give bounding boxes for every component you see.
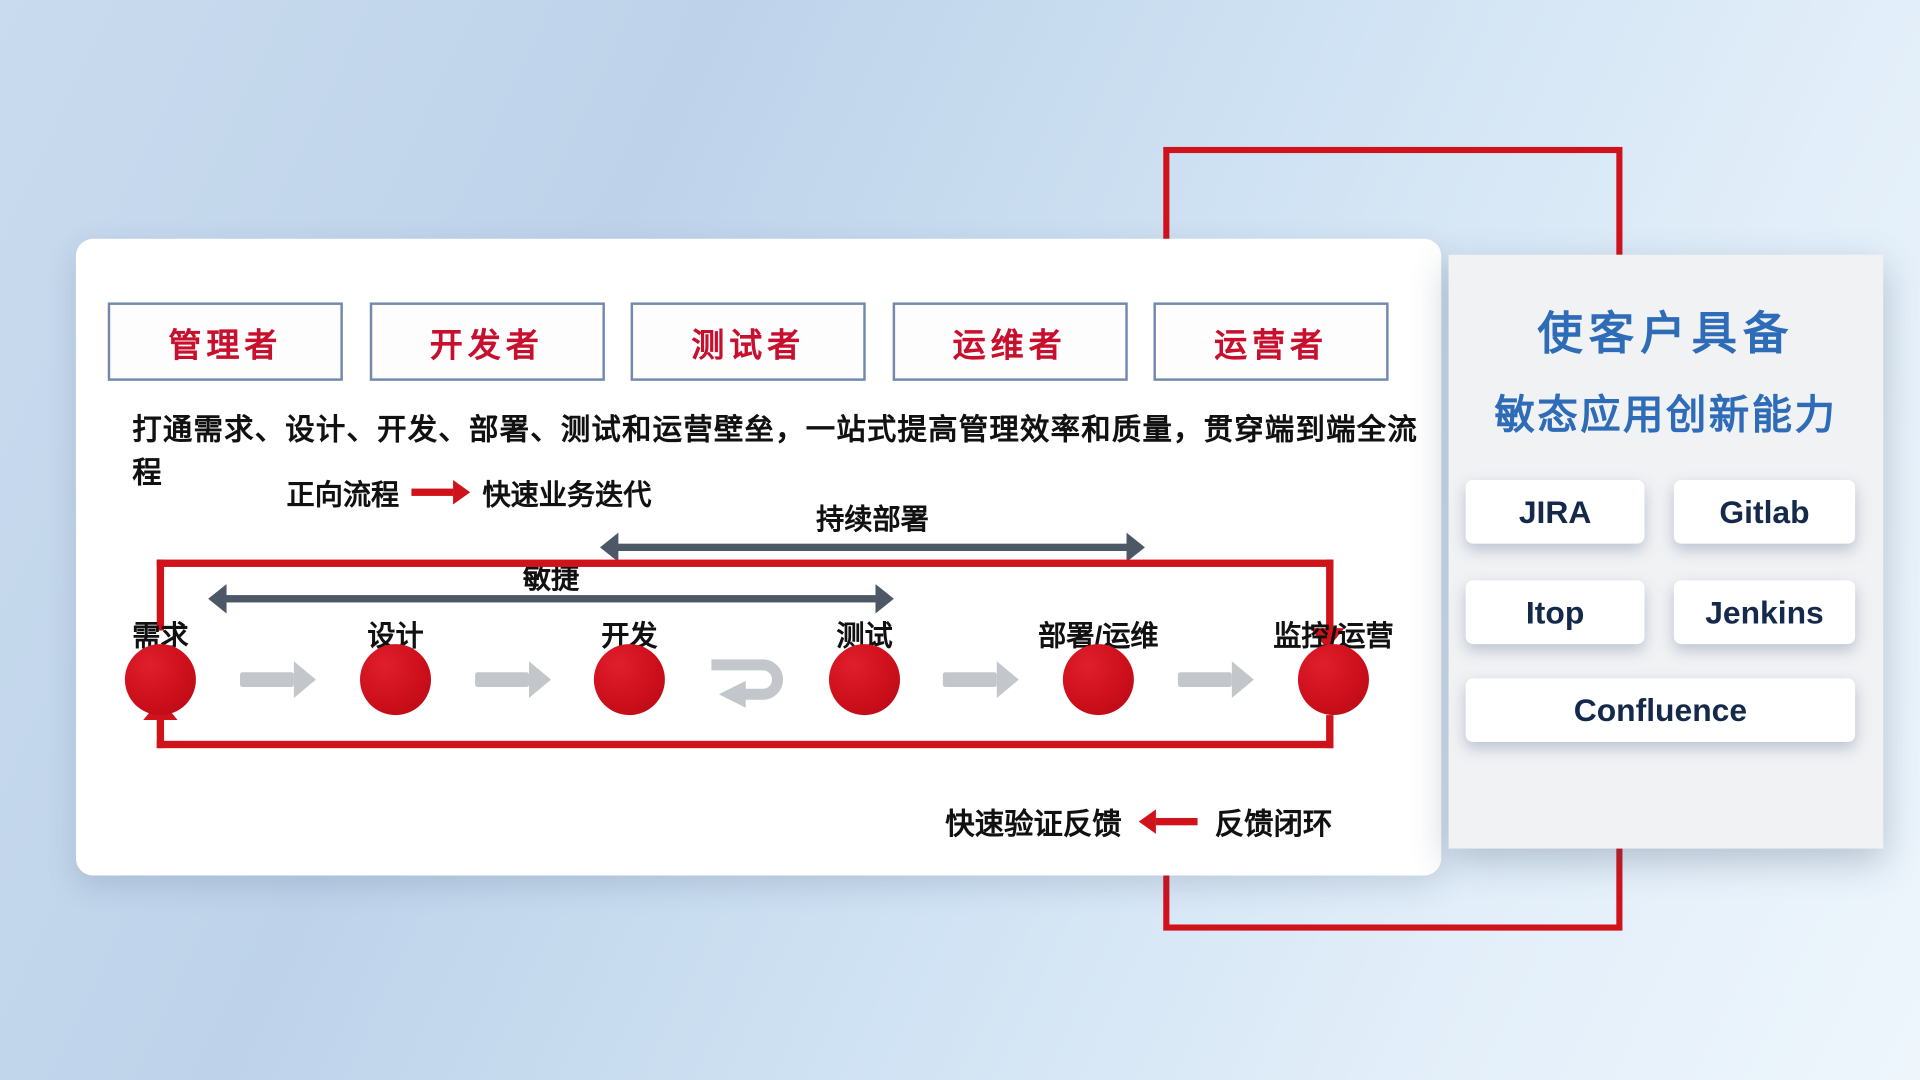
- role-label: 开发者: [429, 326, 544, 364]
- forward-flow-label: 正向流程: [286, 478, 400, 511]
- side-panel: 使客户具备 敏态应用创新能力 JIRA Gitlab Itop Jenkins …: [1448, 254, 1884, 849]
- role-box-ops: 运维者: [892, 302, 1128, 381]
- tool-button-gitlab: Gitlab: [1673, 480, 1856, 544]
- tool-button-jenkins: Jenkins: [1673, 580, 1856, 645]
- agile-arrow-icon: [208, 584, 894, 614]
- stage-node-deploy-ops: [1062, 644, 1134, 716]
- roles-row: 管理者 开发者 测试者 运维者 运营者: [107, 302, 1389, 381]
- continuous-deployment-label: 持续部署: [816, 503, 929, 536]
- forward-flow-legend: 正向流程 快速业务迭代: [287, 471, 652, 513]
- role-label: 运营者: [1214, 326, 1328, 364]
- description-text: 打通需求、设计、开发、部署、测试和运营壁垒，一站式提高管理效率和质量，贯穿端到端…: [132, 413, 1418, 490]
- feedback-value: 反馈闭环: [1214, 808, 1333, 842]
- role-label: 测试者: [691, 326, 806, 364]
- role-label: 管理者: [168, 326, 283, 364]
- stage-node-testing: [828, 644, 901, 716]
- stage-node-development: [593, 644, 665, 716]
- stage-node-monitor-ops: [1297, 644, 1369, 716]
- feedback-legend: 快速验证反馈 反馈闭环: [945, 800, 1332, 843]
- forward-loop-line: [156, 559, 1334, 631]
- stage-node-design: [360, 644, 432, 716]
- flow-arrow-icon: [475, 661, 552, 698]
- iteration-loop-icon: [711, 659, 783, 708]
- role-box-developer: 开发者: [369, 302, 605, 381]
- tool-button-confluence: Confluence: [1465, 678, 1856, 743]
- forward-flow-value: 快速业务迭代: [482, 478, 652, 511]
- feedback-label: 快速验证反馈: [945, 808, 1122, 842]
- role-box-operator: 运营者: [1153, 302, 1389, 381]
- panel-title-line1: 使客户具备: [1537, 308, 1795, 359]
- flow-arrow-icon: [942, 661, 1019, 698]
- continuous-deployment-arrow-icon: [600, 532, 1145, 563]
- role-box-manager: 管理者: [107, 302, 343, 381]
- role-box-tester: 测试者: [630, 302, 866, 381]
- tool-button-itop: Itop: [1465, 580, 1645, 645]
- tool-button-jira: JIRA: [1465, 480, 1645, 544]
- flow-arrow-icon: [240, 661, 316, 698]
- feedback-loop-line: [156, 715, 1334, 749]
- stage-node-requirements: [124, 644, 196, 716]
- forward-arrow-icon: [411, 480, 471, 505]
- role-label: 运维者: [952, 326, 1067, 364]
- flow-arrow-icon: [1177, 661, 1254, 698]
- panel-title-line2: 敏态应用创新能力: [1494, 391, 1838, 438]
- forward-loop-arrowhead-icon: [1310, 628, 1345, 649]
- agile-label: 敏捷: [522, 562, 580, 594]
- devops-flow-card: 管理者 开发者 测试者 运维者 运营者 打通需求、设计、开发、部署、测试和运营壁…: [75, 238, 1442, 876]
- feedback-arrow-icon: [1138, 808, 1198, 834]
